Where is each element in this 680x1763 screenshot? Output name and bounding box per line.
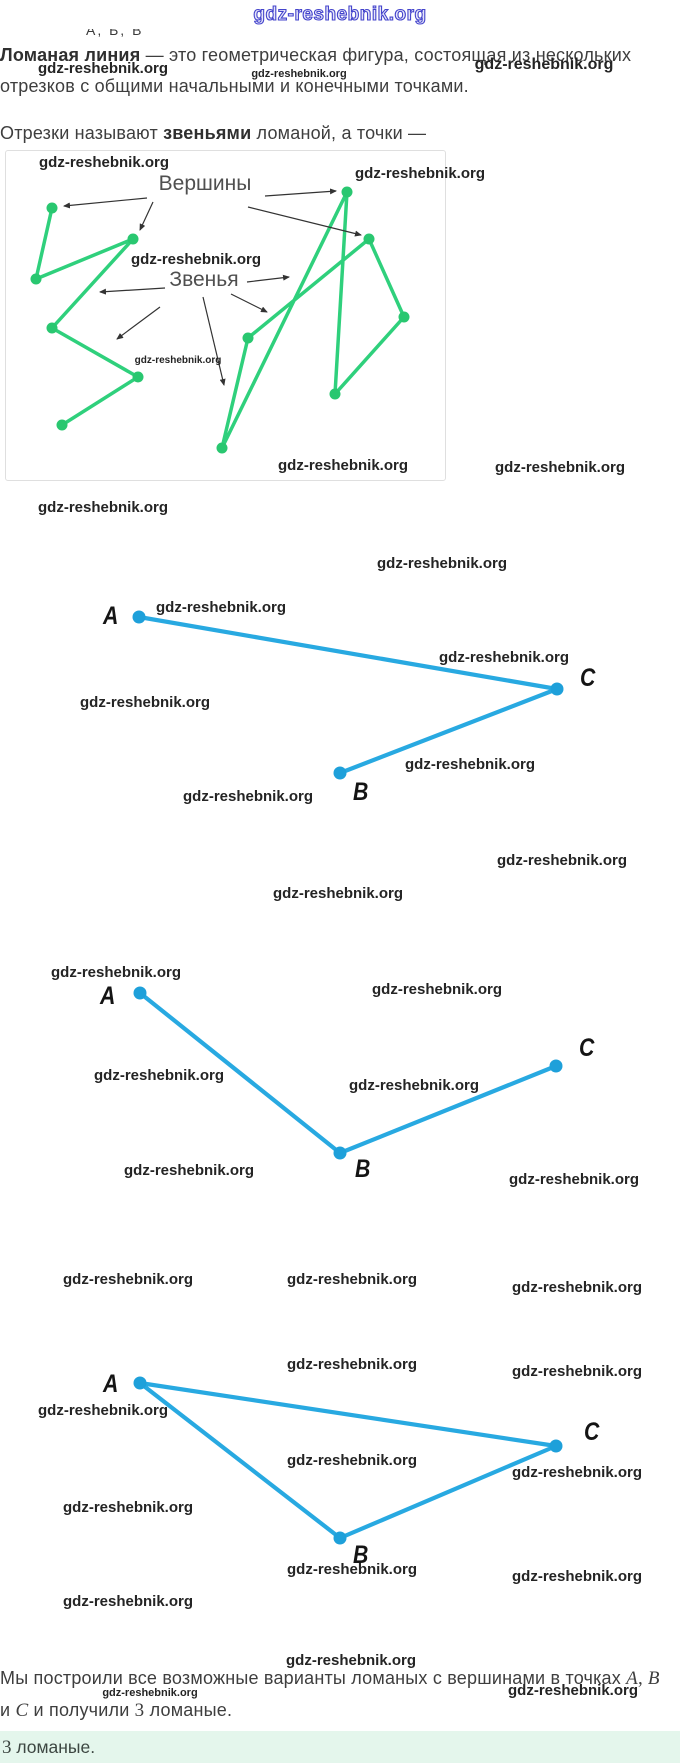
watermark: gdz-reshebnik.org: [511, 1363, 643, 1380]
label-links: Звенья: [169, 268, 239, 291]
point-label-C-diagram-1: C: [580, 664, 596, 692]
point-label-B-diagram-3: B: [353, 1541, 369, 1569]
point-label-C-diagram-3: C: [584, 1418, 600, 1446]
watermark: gdz-reshebnik.org: [37, 1402, 169, 1419]
intro-line-2: отрезков с общими начальными и конечными…: [0, 76, 469, 96]
watermark: gdz-reshebnik.org: [182, 788, 314, 805]
watermark: gdz-reshebnik.org: [286, 1356, 418, 1373]
watermark: gdz-reshebnik.org: [376, 555, 508, 572]
watermark: gdz-reshebnik.org: [134, 355, 222, 366]
watermark: gdz-reshebnik.org: [508, 1171, 640, 1188]
watermark: gdz-reshebnik.org: [37, 60, 169, 77]
math-A: A: [626, 1668, 638, 1689]
watermark: gdz-reshebnik.org: [404, 756, 536, 773]
term-lomanaya: Ломаная линия: [0, 45, 141, 65]
green-diagram-box: [5, 150, 446, 481]
watermark: gdz-reshebnik.org: [511, 1279, 643, 1296]
watermark: gdz-reshebnik.org: [494, 459, 626, 476]
point-label-A-diagram-3: A: [103, 1370, 119, 1398]
watermark: gdz-reshebnik.org: [62, 1593, 194, 1610]
watermark: gdz-reshebnik.org: [371, 981, 503, 998]
answer-text: 3 ломаные.: [2, 1737, 96, 1758]
watermark: gdz-reshebnik.org: [79, 694, 211, 711]
math-3: 3: [134, 1700, 145, 1721]
point-label-B-diagram-2: B: [355, 1155, 371, 1183]
point-label-A-diagram-1: A: [103, 602, 119, 630]
math-C: C: [15, 1700, 29, 1721]
watermark: gdz-reshebnik.org: [286, 1561, 418, 1578]
watermark: gdz-reshebnik.org: [354, 165, 486, 182]
watermark: gdz-reshebnik.org: [50, 964, 182, 981]
math-B: B: [647, 1668, 660, 1689]
watermark: gdz-reshebnik.org: [511, 1568, 643, 1585]
answer-box: 3 ломаные.: [0, 1731, 680, 1763]
watermark: gdz-reshebnik.org: [155, 599, 287, 616]
watermark: gdz-reshebnik.org: [272, 885, 404, 902]
watermark: gdz-reshebnik.org: [496, 852, 628, 869]
watermark: gdz-reshebnik.org: [102, 1687, 198, 1699]
watermark: gdz-reshebnik.org: [511, 1464, 643, 1481]
watermark-outlined: gdz-reshebnik.org: [253, 3, 427, 25]
conclusion-line-1: Мы построили все возможные варианты лома…: [0, 1668, 660, 1689]
conclusion-line-2: и C и получили 3 ломаные.: [0, 1700, 233, 1721]
watermark: gdz-reshebnik.org: [62, 1271, 194, 1288]
label-vertices: Вершины: [158, 172, 252, 195]
watermark: gdz-reshebnik.org: [62, 1499, 194, 1516]
watermark: gdz-reshebnik.org: [474, 56, 614, 73]
point-label-A-diagram-2: A: [100, 982, 116, 1010]
watermark: gdz-reshebnik.org: [286, 1452, 418, 1469]
term-zvenya: звеньями: [163, 123, 252, 143]
watermark: gdz-reshebnik.org: [93, 1067, 225, 1084]
intro-line-3: Отрезки называют звеньями ломаной, а точ…: [0, 123, 427, 143]
watermark: gdz-reshebnik.org: [130, 251, 262, 268]
watermark: gdz-reshebnik.org: [285, 1652, 417, 1669]
cropped-text-fragment: А, Б, В: [86, 29, 144, 38]
watermark: gdz-reshebnik.org: [37, 499, 169, 516]
point-label-B-diagram-1: B: [353, 778, 369, 806]
watermark: gdz-reshebnik.org: [348, 1077, 480, 1094]
watermark: gdz-reshebnik.org: [251, 68, 347, 80]
watermark: gdz-reshebnik.org: [38, 154, 170, 171]
watermark: gdz-reshebnik.org: [277, 457, 409, 474]
watermark: gdz-reshebnik.org: [507, 1682, 639, 1699]
watermark: gdz-reshebnik.org: [123, 1162, 255, 1179]
watermark: gdz-reshebnik.org: [438, 649, 570, 666]
point-label-C-diagram-2: C: [579, 1034, 595, 1062]
watermark: gdz-reshebnik.org: [286, 1271, 418, 1288]
intro-line-1: Ломаная линия — это геометрическая фигур…: [0, 45, 632, 65]
